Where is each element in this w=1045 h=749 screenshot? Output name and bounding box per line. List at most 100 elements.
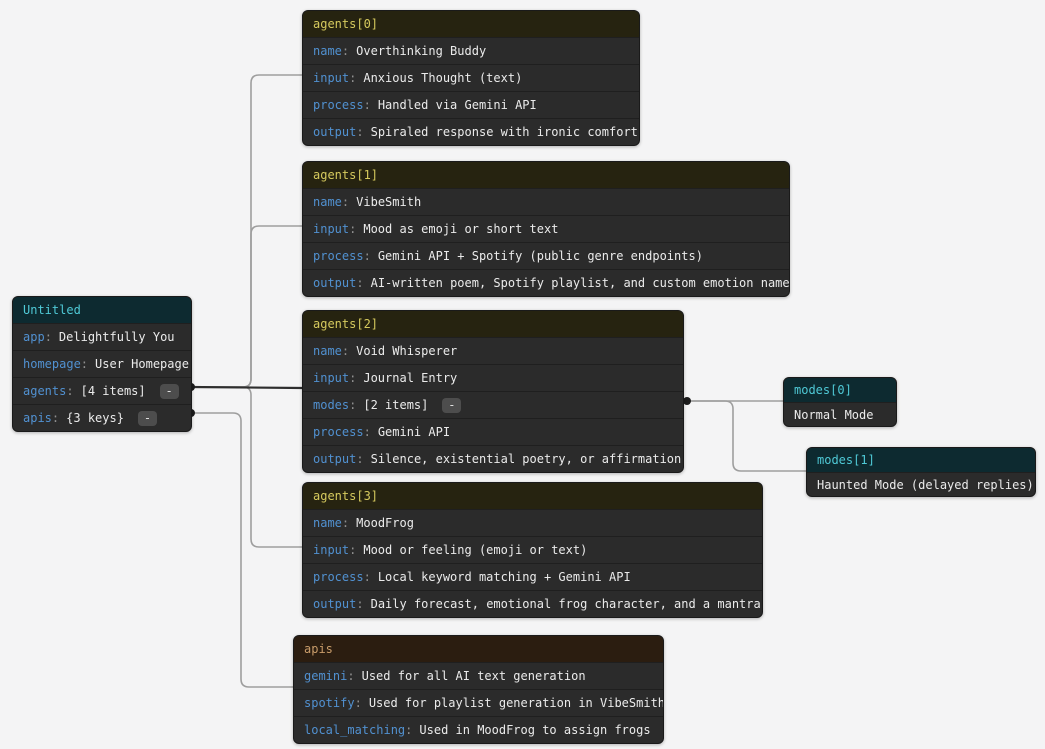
- node-agents-3-header[interactable]: agents[3]: [303, 483, 762, 509]
- row-input[interactable]: input: Journal Entry: [303, 364, 683, 391]
- node-agents-2-header[interactable]: agents[2]: [303, 311, 683, 337]
- row-value: User Homepage: [95, 357, 189, 371]
- row-name[interactable]: name:Overthinking Buddy: [303, 37, 639, 64]
- row-value: Daily forecast, emotional frog character…: [370, 597, 761, 611]
- row-value: Spiraled response with ironic comfort: [370, 125, 638, 139]
- row-output[interactable]: output:AI-written poem, Spotify playlist…: [303, 269, 789, 296]
- row-name[interactable]: name:Void Whisperer: [303, 337, 683, 364]
- row-colon: :: [349, 71, 357, 85]
- row-value: AI-written poem, Spotify playlist, and c…: [370, 276, 790, 290]
- row-input[interactable]: input:Mood or feeling (emoji or text): [303, 536, 762, 563]
- collapse-button-modes[interactable]: -: [442, 397, 462, 413]
- row-key: local_matching: [304, 723, 406, 737]
- row-key: name: [313, 516, 342, 530]
- row-colon: :: [349, 398, 357, 412]
- row-mode-value[interactable]: Normal Mode: [784, 402, 896, 426]
- row-value: Used in MoodFrog to assign frogs: [419, 723, 651, 737]
- node-modes-0-header[interactable]: modes[0]: [784, 378, 896, 402]
- connection-dot-modes: [683, 397, 691, 405]
- row-value: Used for all AI text generation: [361, 669, 586, 683]
- row-key: modes: [313, 398, 350, 412]
- row-value: Journal Entry: [363, 371, 458, 385]
- row-key: output: [313, 276, 357, 290]
- row-colon: :: [44, 330, 52, 344]
- node-agents-1[interactable]: agents[1] name:VibeSmith input:Mood as e…: [302, 161, 790, 297]
- row-value: Gemini API + Spotify (public genre endpo…: [377, 249, 703, 263]
- node-agents-0[interactable]: agents[0] name:Overthinking Buddy input:…: [302, 10, 640, 146]
- node-untitled-header[interactable]: Untitled: [13, 297, 191, 323]
- node-modes-1[interactable]: modes[1] Haunted Mode (delayed replies): [806, 447, 1036, 497]
- row-input[interactable]: input:Mood as emoji or short text: [303, 215, 789, 242]
- node-agents-0-header[interactable]: agents[0]: [303, 11, 639, 37]
- row-key: input: [313, 371, 350, 385]
- node-modes-0[interactable]: modes[0] Normal Mode: [783, 377, 897, 427]
- row-value: Silence, existential poetry, or affirmat…: [370, 452, 682, 466]
- node-apis-header[interactable]: apis: [294, 636, 663, 662]
- row-value: Overthinking Buddy: [356, 44, 487, 58]
- row-process[interactable]: process:Gemini API + Spotify (public gen…: [303, 242, 789, 269]
- row-homepage[interactable]: homepage:User Homepage: [13, 350, 191, 377]
- row-colon: :: [363, 425, 371, 439]
- row-key: homepage: [23, 357, 81, 371]
- row-spotify[interactable]: spotify:Used for playlist generation in …: [294, 689, 663, 716]
- row-process[interactable]: process:Local keyword matching + Gemini …: [303, 563, 762, 590]
- row-key: process: [313, 425, 364, 439]
- row-output[interactable]: output: Silence, existential poetry, or a…: [303, 445, 683, 472]
- row-colon: :: [349, 371, 357, 385]
- node-untitled[interactable]: Untitled app:Delightfully You homepage:U…: [12, 296, 192, 432]
- row-name[interactable]: name:MoodFrog: [303, 509, 762, 536]
- row-output[interactable]: output:Daily forecast, emotional frog ch…: [303, 590, 762, 617]
- node-modes-1-header[interactable]: modes[1]: [807, 448, 1035, 472]
- row-key: process: [313, 249, 364, 263]
- row-key: name: [313, 344, 342, 358]
- node-apis[interactable]: apis gemini:Used for all AI text generat…: [293, 635, 664, 744]
- row-input[interactable]: input: Anxious Thought (text): [303, 64, 639, 91]
- node-agents-1-header[interactable]: agents[1]: [303, 162, 789, 188]
- row-key: process: [313, 98, 364, 112]
- row-value: Haunted Mode (delayed replies): [817, 477, 1034, 492]
- row-value: VibeSmith: [356, 195, 422, 209]
- row-process[interactable]: process:Gemini API: [303, 418, 683, 445]
- row-colon: :: [354, 696, 362, 710]
- row-key: input: [313, 71, 350, 85]
- edge-agents2-modes1: [685, 400, 807, 472]
- row-mode-value[interactable]: Haunted Mode (delayed replies): [807, 472, 1035, 496]
- row-key: apis: [23, 411, 52, 425]
- row-name[interactable]: name:VibeSmith: [303, 188, 789, 215]
- row-key: process: [313, 570, 364, 584]
- row-colon: :: [356, 452, 364, 466]
- row-value: [4 items]: [80, 384, 146, 398]
- row-key: output: [313, 452, 357, 466]
- collapse-button-apis[interactable]: -: [137, 410, 157, 426]
- collapse-button-agents[interactable]: -: [159, 383, 179, 399]
- row-value: MoodFrog: [356, 516, 414, 530]
- row-value: {3 keys}: [66, 411, 124, 425]
- row-output[interactable]: output:Spiraled response with ironic com…: [303, 118, 639, 145]
- row-key: agents: [23, 384, 67, 398]
- row-colon: :: [363, 570, 371, 584]
- row-value: Mood as emoji or short text: [363, 222, 559, 236]
- row-gemini[interactable]: gemini:Used for all AI text generation: [294, 662, 663, 689]
- row-value: Delightfully You: [58, 330, 175, 344]
- row-app[interactable]: app: Delightfully You: [13, 323, 191, 350]
- row-colon: :: [349, 543, 357, 557]
- row-key: gemini: [304, 669, 348, 683]
- row-colon: :: [405, 723, 413, 737]
- row-modes[interactable]: modes:[2 items] -: [303, 391, 683, 418]
- row-value: Handled via Gemini API: [377, 98, 537, 112]
- row-key: output: [313, 125, 357, 139]
- edge-root-agents1: [189, 225, 303, 388]
- row-key: app: [23, 330, 45, 344]
- row-apis[interactable]: apis:{3 keys} -: [13, 404, 191, 431]
- row-colon: :: [349, 222, 357, 236]
- node-agents-2[interactable]: agents[2] name:Void Whisperer input: Jour…: [302, 310, 684, 473]
- row-colon: :: [66, 384, 74, 398]
- row-value: Mood or feeling (emoji or text): [363, 543, 588, 557]
- node-agents-3[interactable]: agents[3] name:MoodFrog input:Mood or fe…: [302, 482, 763, 618]
- row-agents[interactable]: agents: [4 items] -: [13, 377, 191, 404]
- row-local-matching[interactable]: local_matching: Used in MoodFrog to assig…: [294, 716, 663, 743]
- row-process[interactable]: process:Handled via Gemini API: [303, 91, 639, 118]
- row-value: Anxious Thought (text): [363, 71, 523, 85]
